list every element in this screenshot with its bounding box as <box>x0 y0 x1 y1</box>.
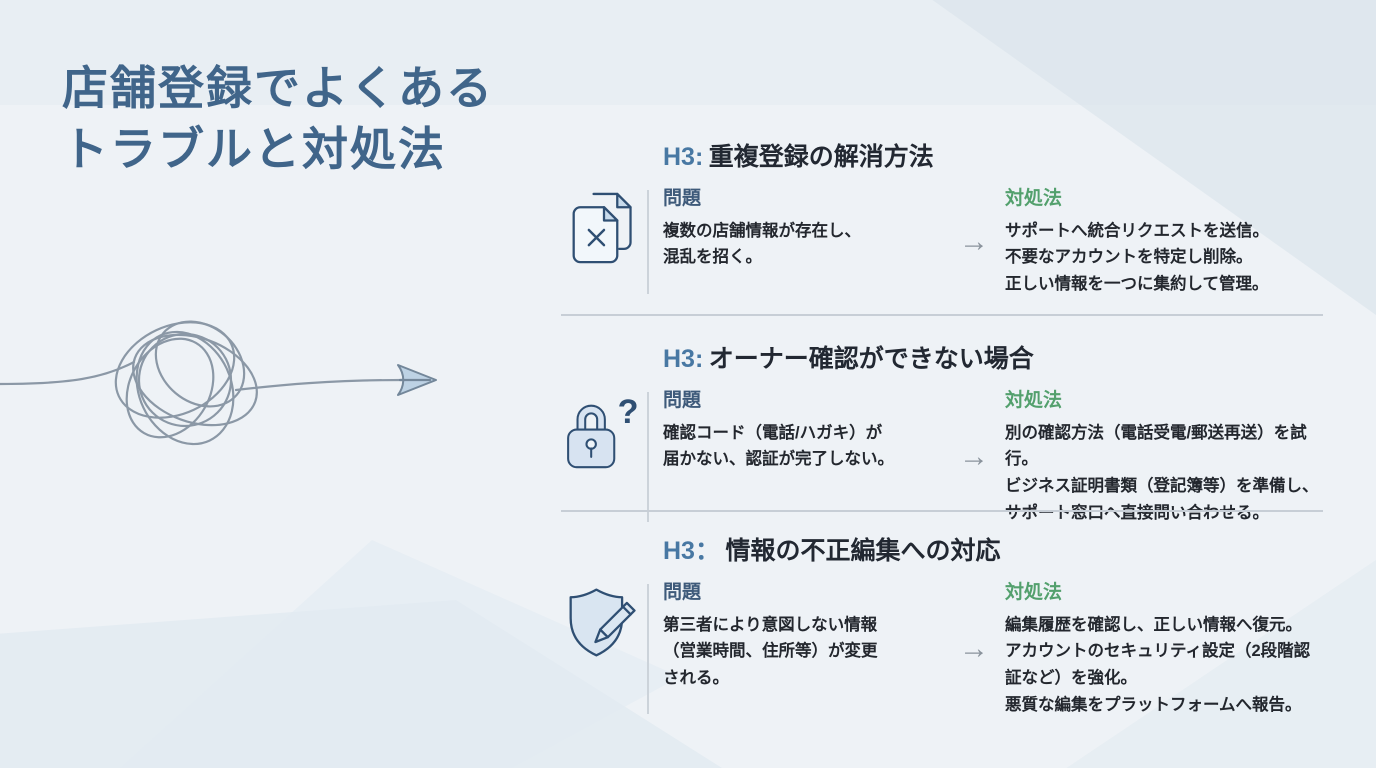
h3-tag-label: H3： <box>663 537 720 565</box>
section-row: 問題 第三者により意図しない情報 （営業時間、住所等）が変更 される。 → 対処… <box>561 580 1327 718</box>
problem-column: 問題 確認コード（電話/ハガキ）が 届かない、認証が完了しない。 <box>649 388 947 526</box>
icon-cell <box>561 580 647 718</box>
solution-column: 対処法 編集履歴を確認し、正しい情報へ復元。 アカウントのセキュリティ設定（2段… <box>1001 580 1327 718</box>
problem-text: 第三者により意図しない情報 （営業時間、住所等）が変更 される。 <box>663 615 878 688</box>
page-title: 店舗登録でよくある トラブルと対処法 <box>62 58 494 179</box>
section-owner-verification: H3:オーナー確認ができない場合 ? 問題 確認コード（電話/ハガキ）が 届かな… <box>561 342 1327 526</box>
solution-label: 対処法 <box>1005 188 1063 209</box>
solution-text: 編集履歴を確認し、正しい情報へ復元。 アカウントのセキュリティ設定（2段階認 証… <box>1005 615 1311 714</box>
section-heading: H3：情報の不正編集への対応 <box>663 534 1327 568</box>
section-row: 問題 複数の店舗情報が存在し、 混乱を招く。 → 対処法 サポートへ統合リクエス… <box>561 186 1327 298</box>
duplicate-documents-icon <box>568 188 640 275</box>
section-divider <box>561 314 1323 316</box>
section-unauthorized-edits: H3：情報の不正編集への対応 問題 第三者により意図しない情報 （営業時間、住所… <box>561 534 1327 718</box>
page-title-line2: トラブルと対処法 <box>62 122 446 175</box>
solution-text: サポートへ統合リクエストを送信。 不要なアカウントを特定し削除。 正しい情報を一… <box>1005 221 1269 294</box>
section-heading: H3:オーナー確認ができない場合 <box>663 342 1327 376</box>
section-heading-text: 情報の不正編集への対応 <box>725 537 1001 565</box>
solution-column: 対処法 サポートへ統合リクエストを送信。 不要なアカウントを特定し削除。 正しい… <box>1001 186 1327 298</box>
solution-column: 対処法 別の確認方法（電話受電/郵送再送）を試行。 ビジネス証明書類（登記簿等）… <box>1001 388 1327 526</box>
h3-tag-label: H3: <box>663 345 704 373</box>
svg-text:?: ? <box>618 393 639 431</box>
vertical-divider <box>647 190 649 294</box>
right-arrow-icon: → <box>959 632 989 666</box>
section-heading-text: 重複登録の解消方法 <box>708 143 934 171</box>
problem-text: 確認コード（電話/ハガキ）が 届かない、認証が完了しない。 <box>663 423 894 469</box>
section-heading: H3:重複登録の解消方法 <box>663 140 1327 174</box>
problem-text: 複数の店舗情報が存在し、 混乱を招く。 <box>663 221 861 267</box>
problem-column: 問題 第三者により意図しない情報 （営業時間、住所等）が変更 される。 <box>649 580 947 718</box>
vertical-divider <box>647 584 649 715</box>
vertical-divider <box>647 392 649 523</box>
h3-tag-label: H3: <box>663 143 704 171</box>
icon-cell: ? <box>561 388 647 526</box>
problem-label: 問題 <box>663 390 702 411</box>
section-duplicate-registration: H3:重複登録の解消方法 問題 複数の店舗情報が存在し、 混乱を招く。 <box>561 140 1327 298</box>
section-row: ? 問題 確認コード（電話/ハガキ）が 届かない、認証が完了しない。 → 対処法… <box>561 388 1327 526</box>
tangled-scribble-arrow-illustration <box>0 288 440 485</box>
problem-label: 問題 <box>663 188 702 209</box>
right-arrow-icon: → <box>959 224 989 258</box>
problem-label: 問題 <box>663 582 702 603</box>
solution-text: 別の確認方法（電話受電/郵送再送）を試行。 ビジネス証明書類（登記簿等）を準備し… <box>1005 423 1319 522</box>
section-divider <box>561 510 1323 512</box>
problem-column: 問題 複数の店舗情報が存在し、 混乱を招く。 <box>649 186 947 298</box>
solution-label: 対処法 <box>1005 390 1063 411</box>
page-title-line1: 店舗登録でよくある <box>62 62 494 114</box>
section-heading-text: オーナー確認ができない場合 <box>708 345 1034 373</box>
lock-question-icon: ? <box>563 390 645 481</box>
right-arrow-icon: → <box>959 440 989 474</box>
icon-cell <box>561 186 647 298</box>
solution-label: 対処法 <box>1005 582 1063 603</box>
shield-pencil-icon <box>564 582 644 667</box>
